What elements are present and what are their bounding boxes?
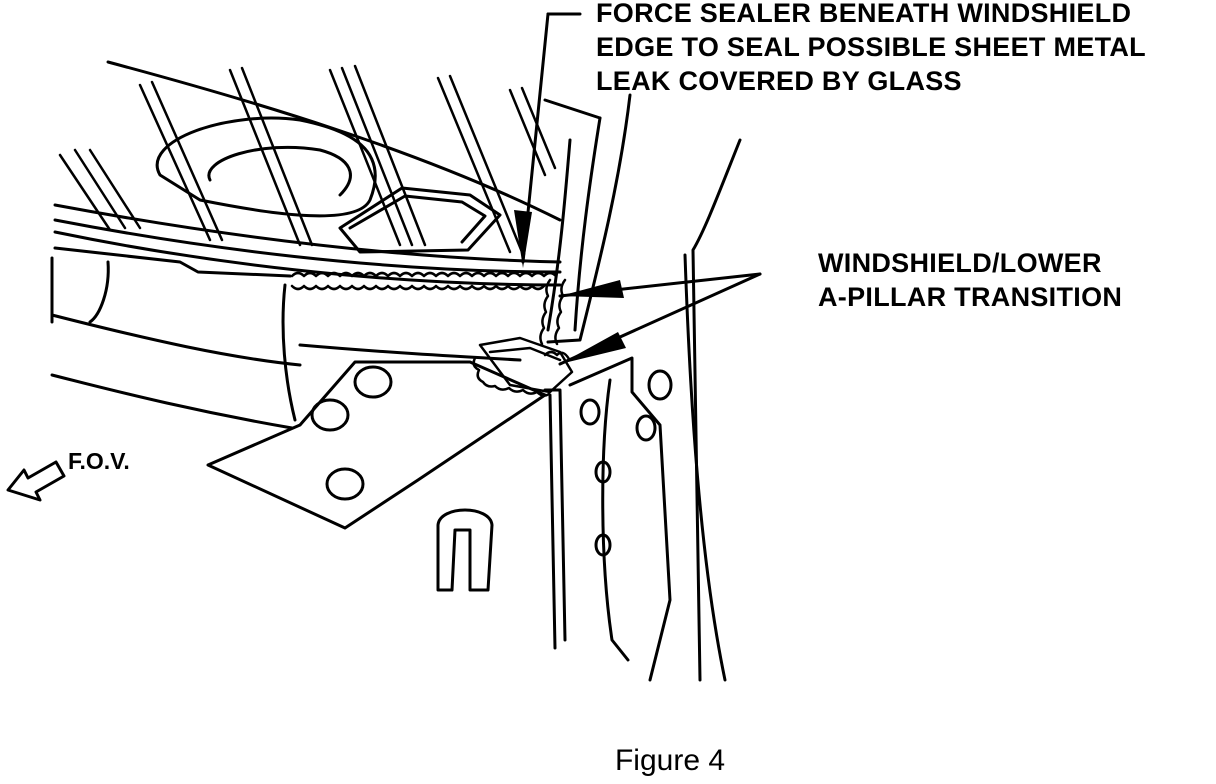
windshield-edge [53, 60, 562, 287]
cowl-panel [50, 256, 522, 430]
transition-callout-line-2: A-PILLAR TRANSITION [818, 282, 1123, 312]
sealer-callout-line-3: LEAK COVERED BY GLASS [596, 66, 962, 96]
transition-callout-line-1: WINDSHIELD/LOWER [818, 248, 1102, 278]
transition-sealer [472, 336, 574, 397]
sealer-callout-line-2: EDGE TO SEAL POSSIBLE SHEET METAL [596, 32, 1146, 62]
fov-label: F.O.V. [68, 448, 130, 474]
cowl-cutouts [155, 116, 502, 254]
sealer-callout-line-1: FORCE SEALER BENEATH WINDSHIELD [596, 0, 1132, 28]
sealer-arrowhead [514, 210, 532, 268]
sealer-bead [290, 271, 567, 346]
transition-lower-arrowhead [560, 332, 626, 364]
a-pillar [436, 93, 742, 682]
transition-upper-arrowhead [560, 280, 624, 298]
transition-callout: WINDSHIELD/LOWER A-PILLAR TRANSITION [818, 246, 1122, 314]
figure-caption: Figure 4 [614, 744, 726, 777]
sealer-callout: FORCE SEALER BENEATH WINDSHIELD EDGE TO … [596, 0, 1146, 98]
arrowheads [514, 210, 626, 364]
windshield-glass-hatching [58, 64, 557, 254]
fov-arrow-icon [6, 460, 66, 502]
mounting-bracket [206, 360, 547, 530]
